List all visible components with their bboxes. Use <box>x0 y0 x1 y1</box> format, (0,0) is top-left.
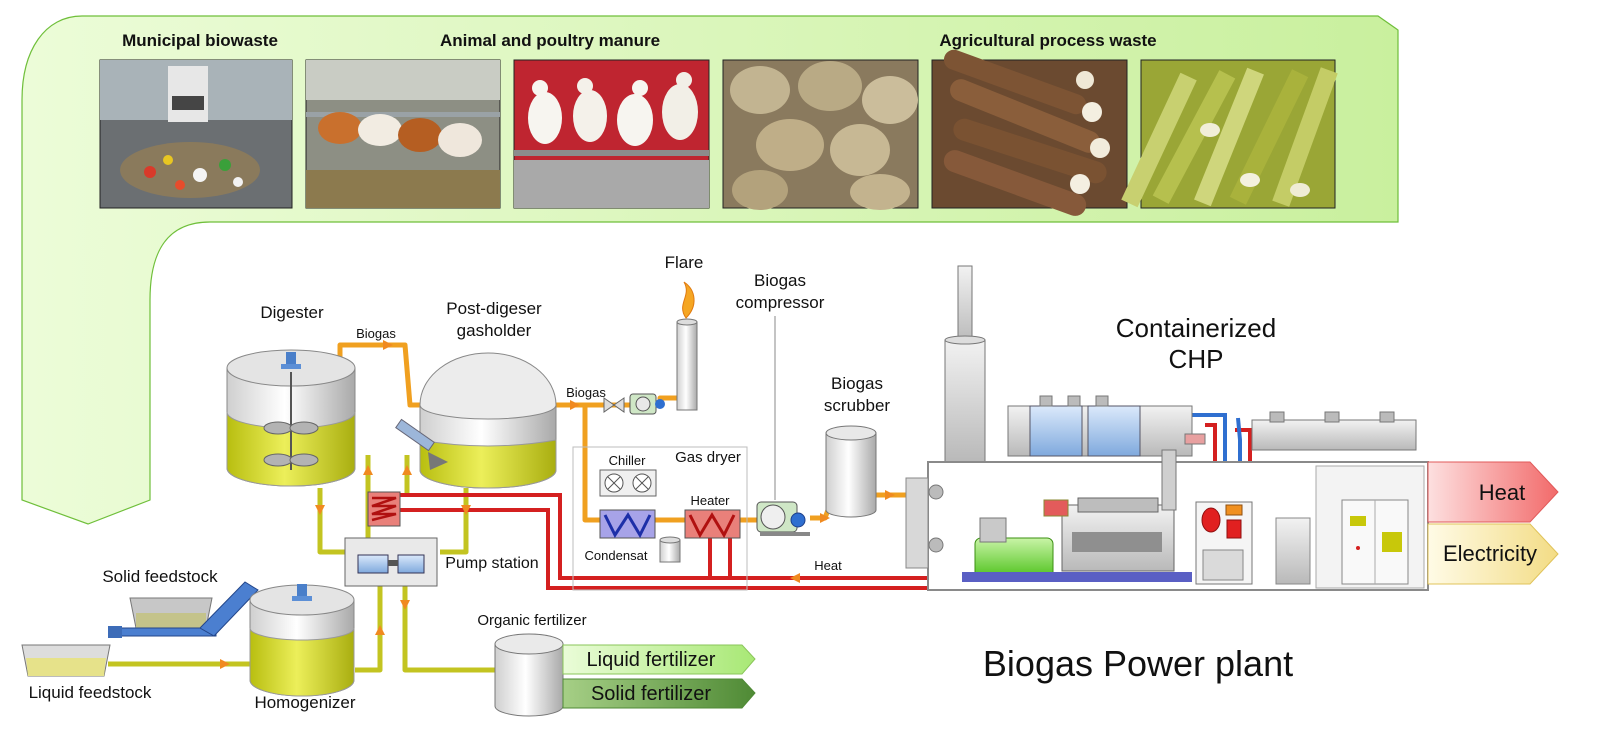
chiller-label: Chiller <box>609 453 647 468</box>
post-digester-label-line1: Post-digeser <box>446 299 542 318</box>
digester-label: Digester <box>260 303 324 322</box>
scrubber-label-line1: Biogas <box>831 374 883 393</box>
category-manure: Animal and poultry manure <box>440 31 660 50</box>
heat-exchanger <box>367 491 401 527</box>
flame-icon <box>682 281 695 319</box>
chp-heat-exchange-unit <box>1195 501 1253 585</box>
flare-label: Flare <box>665 253 704 272</box>
screw-conveyor <box>108 581 259 638</box>
solid-fertilizer-arrow: Solid fertilizer <box>562 678 756 709</box>
liquid-feedstock-label: Liquid feedstock <box>29 683 152 702</box>
liquid-feedstock-tray <box>21 644 111 677</box>
pump-station-label: Pump station <box>445 555 538 572</box>
gas-dryer-label: Gas dryer <box>675 449 741 466</box>
chp-control-panel <box>1341 499 1409 585</box>
chp-radiator-left <box>1007 395 1206 457</box>
compressor-label-line2: compressor <box>736 293 825 312</box>
post-digester-gasholder <box>395 352 557 489</box>
heat-output-arrow: Heat <box>1427 461 1559 523</box>
cows-feeding-photo <box>305 59 501 209</box>
diagram-title: Biogas Power plant <box>983 643 1293 684</box>
liquid-fertilizer-arrow: Liquid fertilizer <box>562 644 756 675</box>
category-agricultural: Agricultural process waste <box>939 31 1156 50</box>
organic-fertilizer-label: Organic fertilizer <box>477 612 586 629</box>
post-digester-label-line2: gasholder <box>457 321 532 340</box>
chp-radiator-right <box>1251 411 1417 451</box>
biogas-label-2: Biogas <box>566 385 606 400</box>
cassava-roots-photo <box>931 49 1128 216</box>
chp-engine-base <box>962 572 1192 582</box>
compressor-label-line1: Biogas <box>754 271 806 290</box>
heater-label: Heater <box>690 493 730 508</box>
scrubber-label-line2: scrubber <box>824 396 890 415</box>
liquid-fertilizer-label: Liquid fertilizer <box>587 649 716 671</box>
sugar-beets-photo <box>722 59 919 210</box>
chiller-exchanger <box>599 509 656 539</box>
chp-gas-engine <box>1043 449 1177 572</box>
condensat-label: Condensat <box>585 548 648 563</box>
chp-label-line1: Containerized <box>1116 313 1276 343</box>
pump-station <box>344 537 438 587</box>
chp-generator <box>974 517 1054 579</box>
gas-valve <box>603 397 625 413</box>
heat-output-label: Heat <box>1479 480 1525 505</box>
chp-label-line2: CHP <box>1169 344 1224 374</box>
homogenizer-tank <box>249 584 355 697</box>
flare-stack <box>676 318 698 411</box>
sugarcane-photo <box>1121 59 1338 209</box>
biogas-compressor <box>756 501 810 536</box>
organic-fertilizer-tank <box>494 633 564 717</box>
biogas-label-1: Biogas <box>356 326 396 341</box>
chickens-photo <box>513 59 710 209</box>
electricity-output-arrow: Electricity <box>1427 523 1559 585</box>
digester-tank <box>226 349 356 487</box>
electricity-output-label: Electricity <box>1443 541 1537 566</box>
gas-dryer-box <box>572 446 748 591</box>
heat-line-label: Heat <box>814 558 842 573</box>
category-municipal: Municipal biowaste <box>122 31 278 50</box>
biogas-scrubber <box>825 425 877 518</box>
chp-exhaust-stack <box>944 265 986 463</box>
homogenizer-label: Homogenizer <box>254 693 355 712</box>
garbage-truck-biowaste-photo <box>99 59 293 209</box>
heater-exchanger <box>684 509 741 539</box>
condensat-vessel <box>659 536 681 563</box>
chiller-unit <box>599 469 657 497</box>
flare-blower <box>629 393 665 415</box>
solid-feedstock-label: Solid feedstock <box>102 567 218 586</box>
chp-cabinet <box>1275 517 1311 585</box>
solid-fertilizer-label: Solid fertilizer <box>591 683 711 705</box>
solid-feedstock-hopper <box>129 597 213 629</box>
